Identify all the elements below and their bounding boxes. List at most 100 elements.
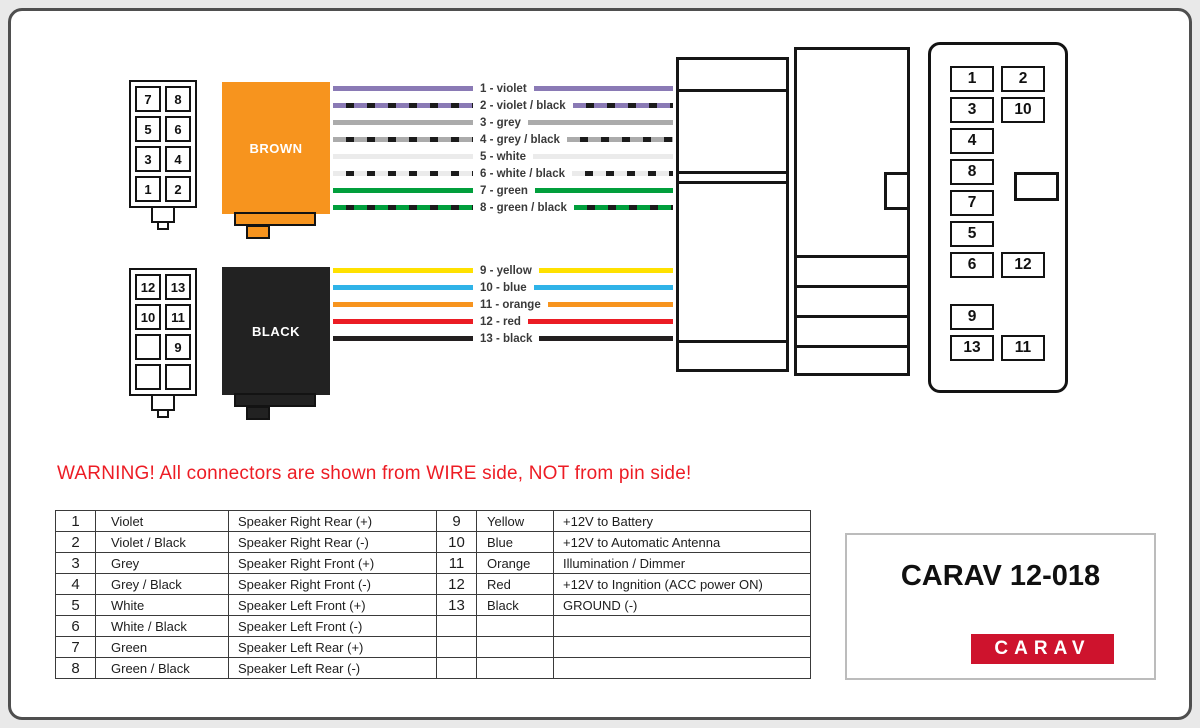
pin-cell: 3 <box>135 146 161 172</box>
pin-cell-empty <box>165 364 191 390</box>
table-cell-function: Speaker Left Rear (-) <box>228 657 437 679</box>
wire-row: 13 - black <box>333 330 673 347</box>
pin-cell: 12 <box>135 274 161 300</box>
table-cell-function: Speaker Right Front (-) <box>228 573 437 595</box>
iso-pin-cell: 12 <box>1001 252 1045 278</box>
wire-row: 2 - violet / black <box>333 97 673 114</box>
wire-segment <box>572 103 673 108</box>
pin-cell: 6 <box>165 116 191 142</box>
wire-row: 10 - blue <box>333 279 673 296</box>
table-cell-pin: 7 <box>55 636 96 658</box>
wire-segment <box>333 120 473 125</box>
wire-segment <box>539 336 673 341</box>
wire-row: 9 - yellow <box>333 262 673 279</box>
table-cell-color: Red <box>476 573 554 595</box>
table-cell-function: Speaker Right Front (+) <box>228 552 437 574</box>
table-cell-function: +12V to Automatic Antenna <box>553 531 811 553</box>
table-cell-pin: 5 <box>55 594 96 616</box>
table-cell-pin <box>436 615 477 637</box>
table-row: 8 Green / Black Speaker Left Rear (-) <box>55 657 811 679</box>
table-cell-color: Green <box>95 636 229 658</box>
iso-row: 13 11 <box>950 335 1065 361</box>
brand-logo: CARAV <box>971 634 1114 664</box>
wire-label: 6 - white / black <box>480 167 565 180</box>
table-cell-color: Grey / Black <box>95 573 229 595</box>
table-cell-function: +12V to Ingnition (ACC power ON) <box>553 573 811 595</box>
wire-label: 7 - green <box>480 184 528 197</box>
brown-connector-tab-small <box>246 225 270 239</box>
brown-wire-group: 1 - violet 2 - violet / black 3 - grey 4… <box>333 80 673 216</box>
table-cell-function: Speaker Left Rear (+) <box>228 636 437 658</box>
wire-segment <box>333 154 473 159</box>
iso-row: 6 12 <box>950 252 1065 278</box>
table-row: 1 Violet Speaker Right Rear (+) 9 Yellow… <box>55 510 811 532</box>
pin-cell-empty <box>135 364 161 390</box>
wire-segment <box>533 154 673 159</box>
iso-pin-cell: 1 <box>950 66 994 92</box>
wire-row: 6 - white / black <box>333 165 673 182</box>
wire-row: 3 - grey <box>333 114 673 131</box>
table-cell-pin: 10 <box>436 531 477 553</box>
table-cell-color: Black <box>476 594 554 616</box>
pin-cell: 9 <box>165 334 191 360</box>
wire-segment <box>527 120 673 125</box>
pin-cell: 7 <box>135 86 161 112</box>
brand-logo-text: CARAV <box>994 638 1091 659</box>
table-row: 7 Green Speaker Left Rear (+) <box>55 636 811 658</box>
divider-line <box>679 171 786 174</box>
wire-segment <box>333 336 473 341</box>
table-row: 6 White / Black Speaker Left Front (-) <box>55 615 811 637</box>
wire-segment <box>533 86 673 91</box>
iso-pin-cell: 13 <box>950 335 994 361</box>
wire-row: 12 - red <box>333 313 673 330</box>
brown-pin-grid: 7 8 5 6 3 4 1 2 <box>129 80 197 208</box>
iso-pin-cell: 7 <box>950 190 994 216</box>
iso-row: 9 <box>950 304 1065 330</box>
divider-line <box>679 181 786 184</box>
pin-cell: 8 <box>165 86 191 112</box>
iso-pin-cell: 2 <box>1001 66 1045 92</box>
black-connector-body: BLACK <box>222 267 330 395</box>
wire-row: 5 - white <box>333 148 673 165</box>
wire-segment <box>333 137 473 142</box>
table-cell-function: Illumination / Dimmer <box>553 552 811 574</box>
wire-segment <box>547 302 673 307</box>
wire-row: 1 - violet <box>333 80 673 97</box>
table-cell-color <box>476 615 554 637</box>
brown-connector-label: BROWN <box>249 140 303 156</box>
table-cell-function: GROUND (-) <box>553 594 811 616</box>
divider-line <box>797 315 907 318</box>
pin-cell: 2 <box>165 176 191 202</box>
table-row: 3 Grey Speaker Right Front (+) 11 Orange… <box>55 552 811 574</box>
wire-segment <box>533 285 673 290</box>
wire-segment <box>333 268 473 273</box>
table-cell-color: Yellow <box>476 510 554 532</box>
iso-pin-cell: 6 <box>950 252 994 278</box>
table-cell-color: Blue <box>476 531 554 553</box>
wire-label: 13 - black <box>480 332 533 345</box>
wire-segment <box>333 319 473 324</box>
table-cell-pin: 12 <box>436 573 477 595</box>
iso-row: 1 2 <box>950 66 1065 92</box>
wire-row: 7 - green <box>333 182 673 199</box>
wire-label: 2 - violet / black <box>480 99 566 112</box>
iso-row: 4 <box>950 128 1065 154</box>
wire-segment <box>572 171 673 176</box>
wire-label: 5 - white <box>480 150 527 163</box>
divider-line <box>679 89 786 92</box>
wire-row: 8 - green / black <box>333 199 673 216</box>
iso-pin-cell: 5 <box>950 221 994 247</box>
wire-label: 8 - green / black <box>480 201 567 214</box>
brown-connector-body: BROWN <box>222 82 330 214</box>
wire-segment <box>566 137 673 142</box>
pin-cell: 1 <box>135 176 161 202</box>
table-cell-pin: 13 <box>436 594 477 616</box>
wire-segment <box>573 205 673 210</box>
wire-label: 12 - red <box>480 315 521 328</box>
table-cell-pin: 4 <box>55 573 96 595</box>
divider-line <box>797 285 907 288</box>
brown-pin-grid-tab-small <box>157 221 169 230</box>
iso-connector-side-view-a <box>676 57 789 372</box>
iso-pin-cell: 4 <box>950 128 994 154</box>
table-row: 5 White Speaker Left Front (+) 13 Black … <box>55 594 811 616</box>
